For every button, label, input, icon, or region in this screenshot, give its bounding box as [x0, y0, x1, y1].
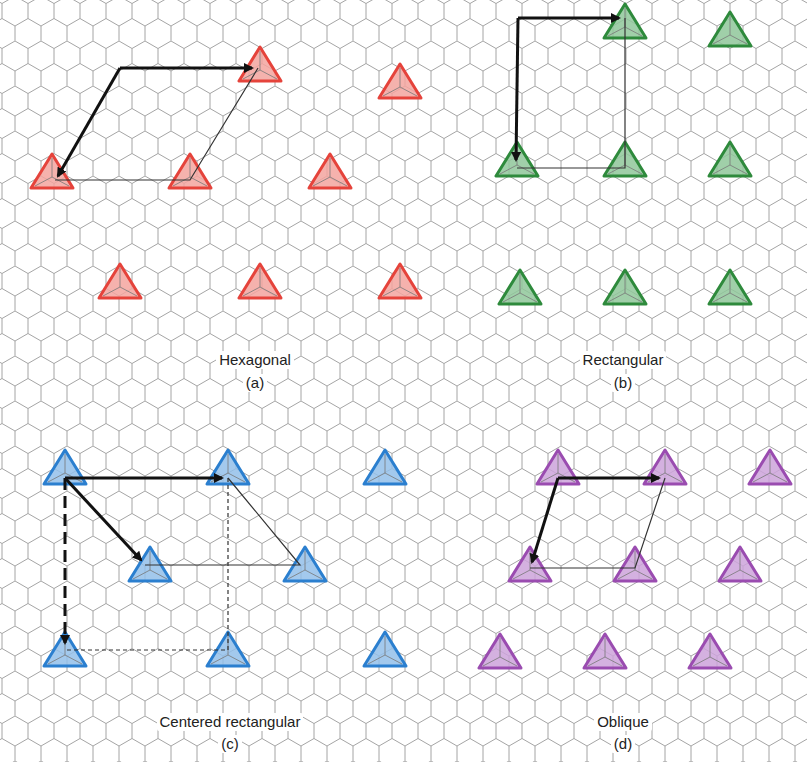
unit-cells: [55, 18, 665, 650]
panel-letter: (c): [218, 735, 242, 753]
triangle-motif: [169, 154, 211, 188]
panel-title: Centered rectangular: [157, 713, 304, 731]
triangle-motif: [604, 270, 646, 304]
triangle-motif: [99, 264, 141, 298]
triangle-motifs: [31, 4, 791, 668]
panel-letter: (a): [243, 374, 267, 392]
triangle-motif: [364, 450, 406, 484]
triangle-motif: [499, 270, 541, 304]
triangle-motif: [284, 547, 326, 581]
triangle-motif: [719, 547, 761, 581]
triangle-motif: [709, 270, 751, 304]
panel-title: Hexagonal: [216, 351, 294, 369]
triangle-motif: [689, 634, 731, 668]
panel-title: Oblique: [594, 713, 652, 731]
triangle-motif: [309, 154, 351, 188]
panel-title: Rectangular: [580, 351, 667, 369]
triangle-motif: [709, 142, 751, 176]
triangle-motif: [364, 632, 406, 666]
triangle-motif: [239, 47, 281, 81]
triangle-motif: [239, 264, 281, 298]
triangle-motif: [584, 634, 626, 668]
triangle-motif: [614, 547, 656, 581]
triangle-motif: [749, 450, 791, 484]
triangle-motif: [379, 264, 421, 298]
triangle-motif: [44, 632, 86, 666]
triangle-motif: [709, 12, 751, 46]
panel-letter: (d): [611, 735, 635, 753]
triangle-motif: [479, 634, 521, 668]
panel-letter: (b): [611, 374, 635, 392]
triangle-motif: [509, 547, 551, 581]
triangle-motif: [379, 64, 421, 98]
